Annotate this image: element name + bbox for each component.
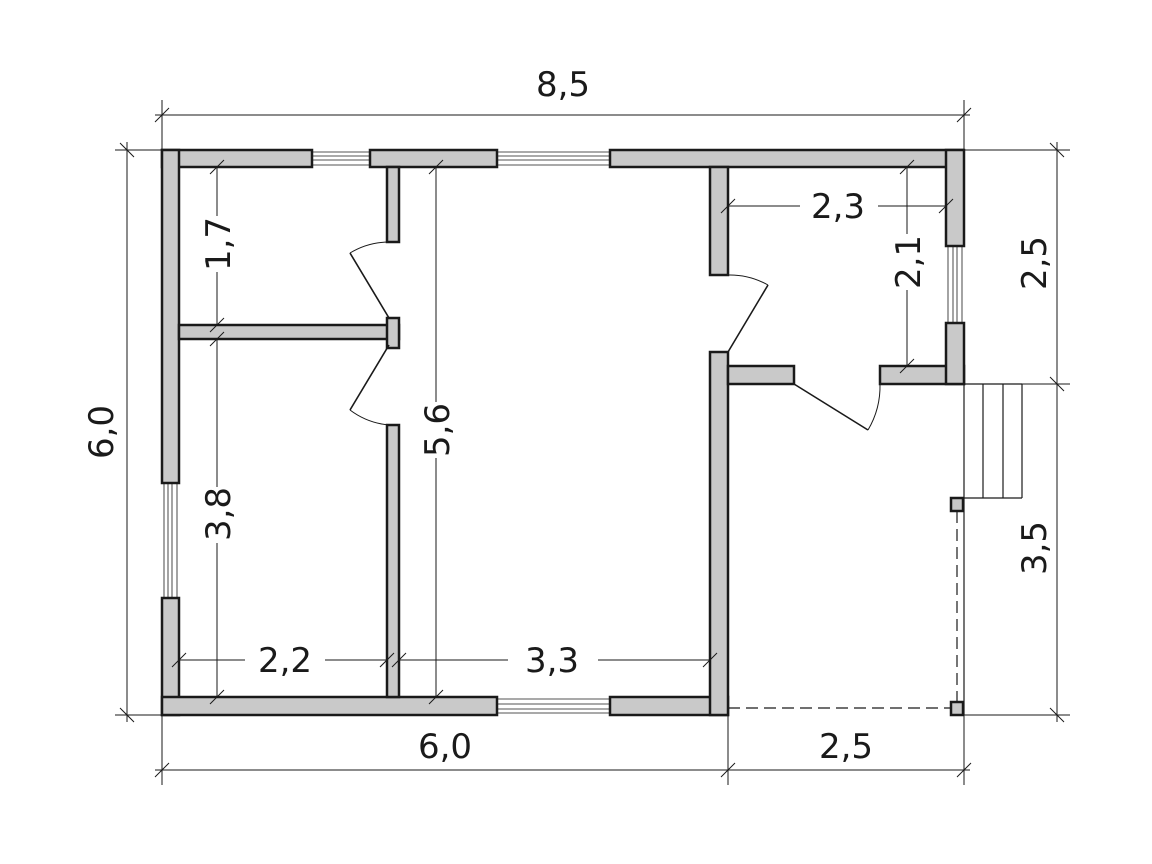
wall-small-room-right-top xyxy=(944,148,966,248)
doors xyxy=(349,241,881,431)
dim-room-bottom-left-height: 3,8 xyxy=(199,487,239,541)
wall-top-2 xyxy=(368,148,499,169)
wall-bottom-1 xyxy=(160,695,499,717)
dim-small-room-height: 2,1 xyxy=(889,235,929,289)
dim-room-left-width: 2,2 xyxy=(258,641,312,681)
dim-porch-width: 2,5 xyxy=(819,727,873,767)
walls xyxy=(160,148,966,717)
dim-small-room-width: 2,3 xyxy=(811,187,865,227)
wall-top-1 xyxy=(160,148,314,169)
porch-post-top xyxy=(949,496,965,513)
dim-hall-height: 5,6 xyxy=(418,403,458,457)
porch-post-bottom xyxy=(949,700,965,717)
door-upper-left xyxy=(349,252,390,319)
dim-house-width: 6,0 xyxy=(418,727,472,767)
wall-partition-v1-top xyxy=(385,165,401,244)
dim-right-lower: 3,5 xyxy=(1015,521,1055,575)
wall-small-room-right-bot xyxy=(944,321,966,386)
dim-overall-width: 8,5 xyxy=(536,65,590,105)
door-lower-left xyxy=(349,344,390,411)
wall-partition-left xyxy=(177,323,401,341)
dimension-labels: 8,5 6,0 2,5 6,0 2,5 3,5 1,7 3,8 5,6 2,2 … xyxy=(82,65,1055,767)
dim-right-upper: 2,5 xyxy=(1015,236,1055,290)
wall-left-upper xyxy=(160,148,181,485)
porch xyxy=(728,383,1023,715)
dim-hall-width: 3,3 xyxy=(525,641,579,681)
door-small-room xyxy=(727,284,769,353)
dim-room-top-left-height: 1,7 xyxy=(199,217,239,271)
wall-partition-v2-top xyxy=(708,165,730,277)
wall-partition-v1-mid xyxy=(385,316,401,350)
dimension-lines xyxy=(115,100,1070,785)
dim-overall-depth: 6,0 xyxy=(82,405,122,459)
wall-partition-v1-bot xyxy=(385,423,401,699)
door-porch xyxy=(793,383,869,431)
wall-partition-v2-bot xyxy=(708,350,730,717)
windows xyxy=(163,151,963,714)
wall-small-room-bottom-1 xyxy=(726,364,796,386)
